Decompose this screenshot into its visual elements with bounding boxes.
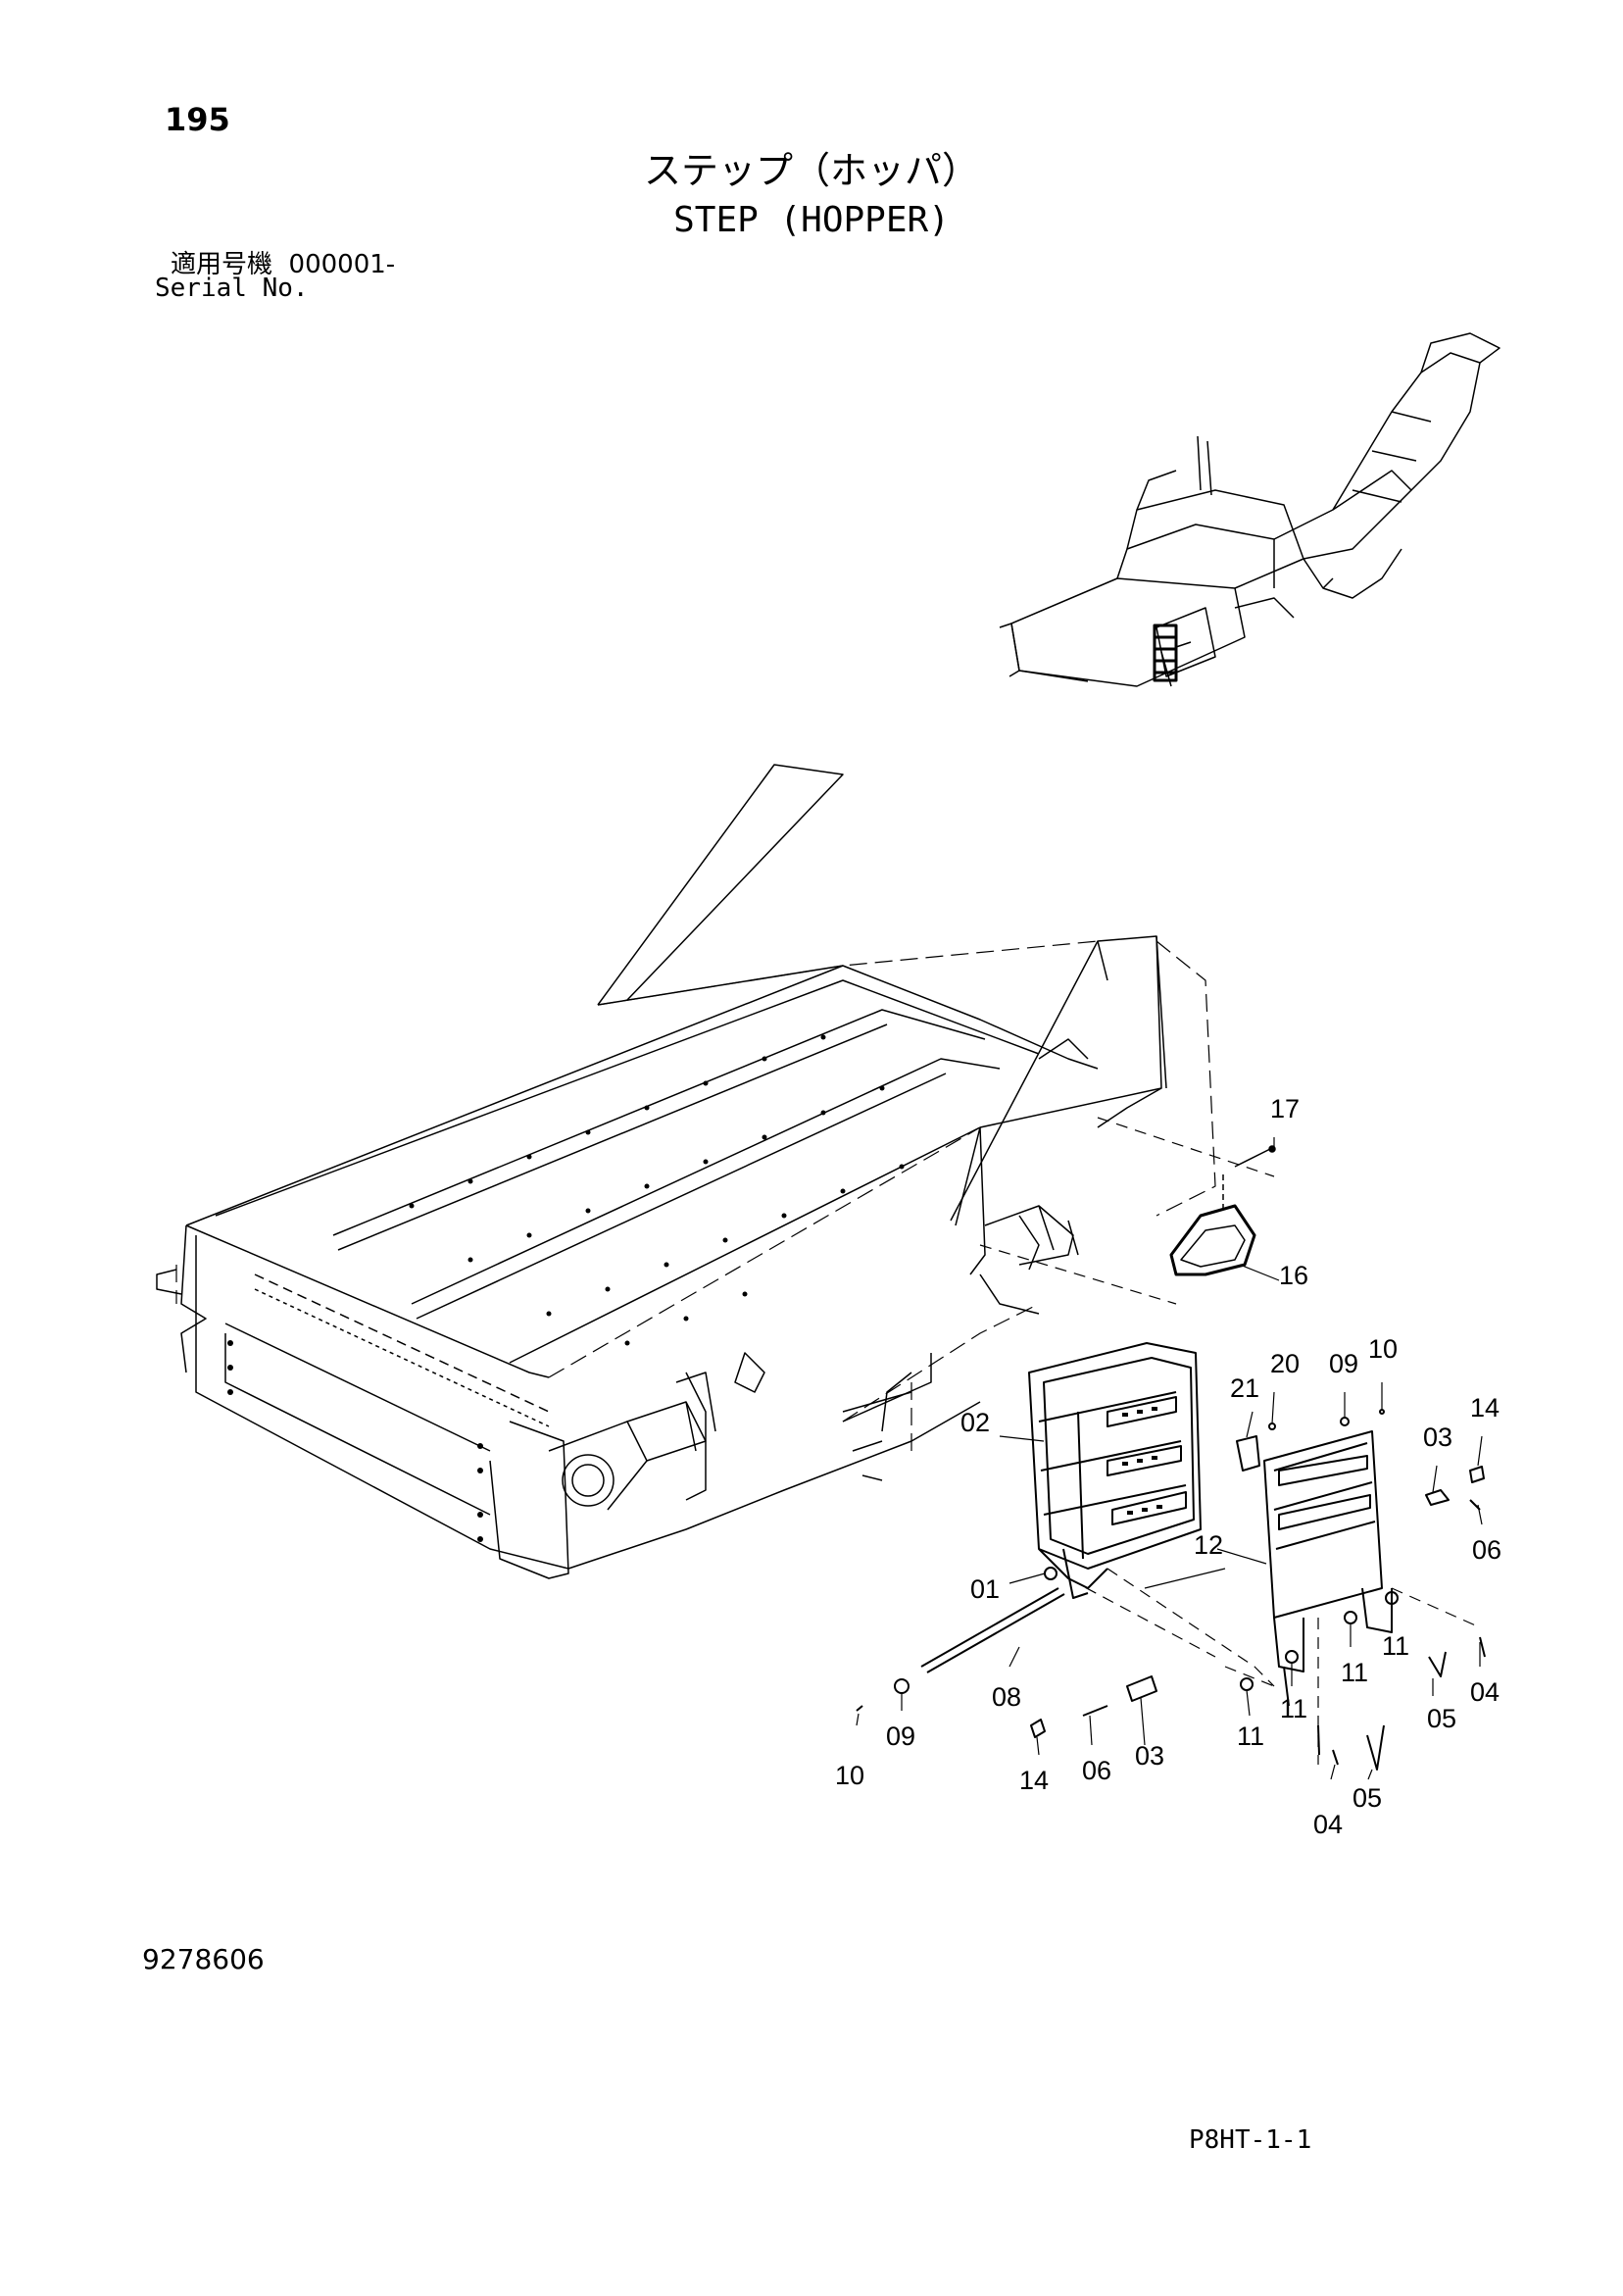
- sheet-code: P8HT-1-1: [1189, 2125, 1312, 2155]
- callout-08: 08: [992, 1682, 1021, 1712]
- callout-17: 17: [1270, 1094, 1300, 1123]
- serial-number-value: 000001-: [288, 250, 396, 279]
- document-number: 9278606: [142, 1943, 265, 1975]
- callout-21: 21: [1230, 1373, 1259, 1403]
- deck-bolt-holes: [409, 1034, 905, 1346]
- serial-label-japanese: 適用号機 000001-: [171, 252, 395, 277]
- title-japanese: ステップ（ホッパ）: [643, 149, 979, 192]
- assembly-guide-lines: [979, 1117, 1481, 1765]
- swing-frame: [1263, 1430, 1393, 1756]
- callout-11-a: 11: [1341, 1658, 1368, 1687]
- serial-label-english: Serial No.: [155, 274, 309, 303]
- callout-05-upper: 05: [1427, 1704, 1456, 1733]
- leader-lines: [856, 1137, 1483, 1780]
- callout-03-lower: 03: [1135, 1741, 1164, 1771]
- callout-11-d: 11: [1280, 1694, 1307, 1723]
- callout-02: 02: [960, 1408, 990, 1437]
- callout-14-lower: 14: [1019, 1766, 1049, 1795]
- callout-05-lower: 05: [1352, 1783, 1382, 1813]
- callout-14-upper: 14: [1470, 1393, 1500, 1423]
- callout-10-upper: 10: [1368, 1334, 1398, 1364]
- callout-06-lower: 06: [1082, 1756, 1111, 1785]
- callout-16: 16: [1279, 1261, 1308, 1290]
- callout-06-upper: 06: [1472, 1535, 1501, 1565]
- callout-11-c: 11: [1237, 1722, 1264, 1751]
- callout-03-upper: 03: [1423, 1423, 1452, 1452]
- callout-09-upper: 09: [1329, 1349, 1358, 1378]
- callout-12: 12: [1194, 1530, 1223, 1560]
- callout-09-lower: 09: [886, 1722, 915, 1751]
- title-english: STEP (HOPPER): [673, 200, 950, 240]
- grab-handle: [1169, 1145, 1276, 1276]
- callout-11-b: 11: [1382, 1631, 1409, 1661]
- hidden-lines: [175, 940, 1216, 1451]
- page-number: 195: [165, 101, 230, 138]
- front-bolt-marks: [227, 1340, 483, 1542]
- callout-04-upper: 04: [1470, 1677, 1500, 1707]
- callout-01: 01: [970, 1574, 1000, 1604]
- overview-inset: [999, 332, 1500, 687]
- hopper-body: [156, 764, 1216, 1579]
- callout-20: 20: [1270, 1349, 1300, 1378]
- serial-label-jp-text: 適用号機: [171, 250, 273, 279]
- callout-10-lower: 10: [835, 1761, 864, 1790]
- callout-04-lower: 04: [1313, 1810, 1343, 1839]
- callout-labels: 17 16 20 09 10 21 02 14 03 06 12 01 11 1…: [835, 1094, 1501, 1839]
- step-ladder: [1028, 1342, 1202, 1599]
